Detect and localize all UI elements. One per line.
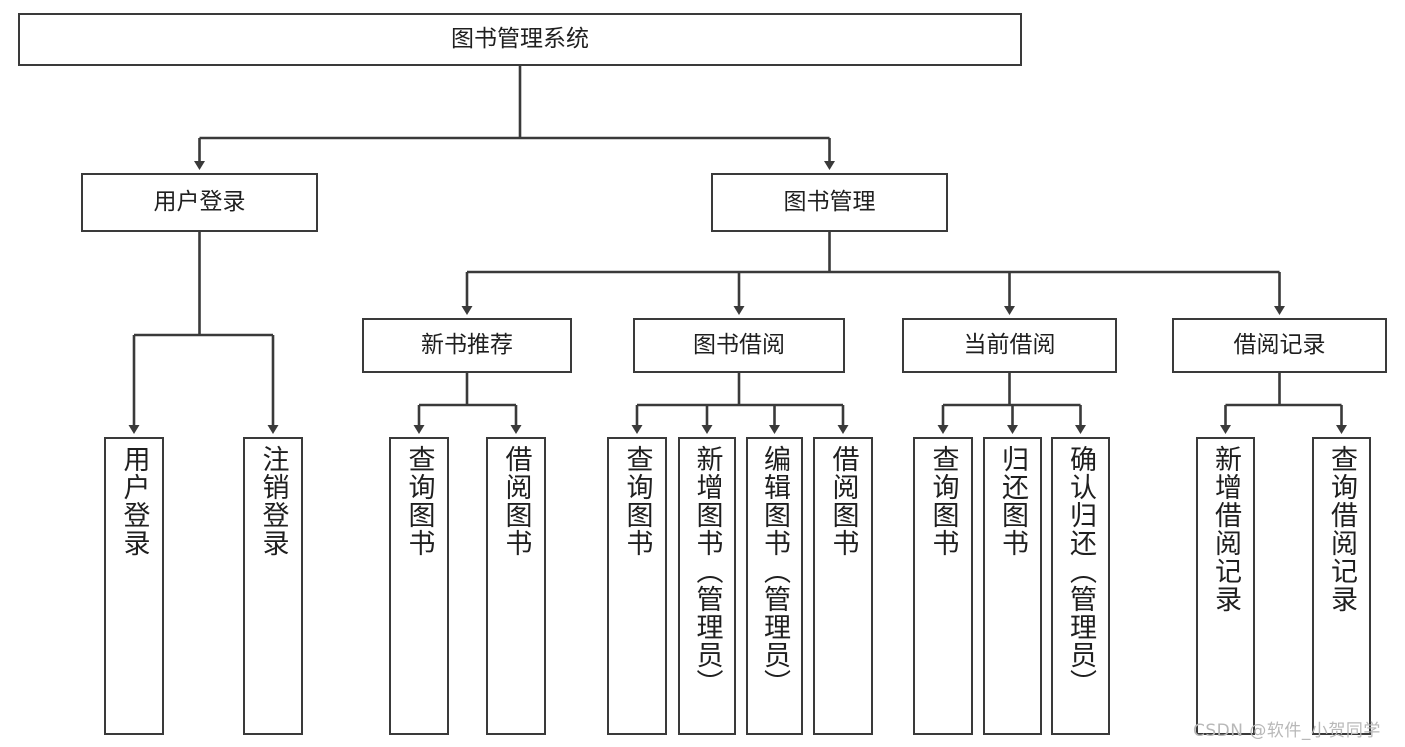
- node-label: 查询图书: [927, 445, 959, 557]
- node-leaf-borrow-book-2[interactable]: 借阅图书: [813, 437, 873, 735]
- node-leaf-confirm-return-admin[interactable]: 确认归还（管理员）: [1051, 437, 1110, 735]
- node-label: 图书管理: [783, 188, 876, 215]
- node-label: 用户登录: [118, 445, 150, 557]
- node-new-book-recommend[interactable]: 新书推荐: [362, 318, 572, 373]
- node-label: 借阅记录: [1233, 331, 1326, 358]
- node-label: 新增借阅记录: [1210, 445, 1241, 613]
- node-leaf-query-book-3[interactable]: 查询图书: [913, 437, 973, 735]
- node-label: 新书推荐: [421, 331, 513, 358]
- watermark-text: CSDN @软件_小贺同学: [1193, 721, 1381, 741]
- node-leaf-query-borrow-record[interactable]: 查询借阅记录: [1312, 437, 1371, 735]
- node-leaf-add-borrow-record[interactable]: 新增借阅记录: [1196, 437, 1255, 735]
- node-leaf-user-login[interactable]: 用户登录: [104, 437, 164, 735]
- node-label: 用户登录: [153, 188, 246, 215]
- node-label: 借阅图书: [827, 445, 859, 557]
- node-leaf-query-book-2[interactable]: 查询图书: [607, 437, 667, 735]
- node-label: 查询图书: [403, 445, 435, 557]
- node-label: 注销登录: [257, 445, 289, 557]
- node-label: 归还图书: [997, 445, 1028, 557]
- node-root[interactable]: 图书管理系统: [18, 13, 1022, 66]
- node-leaf-user-logout[interactable]: 注销登录: [243, 437, 303, 735]
- node-label: 查询借阅记录: [1326, 445, 1357, 613]
- node-book-manage[interactable]: 图书管理: [711, 173, 948, 232]
- node-label: 借阅图书: [500, 445, 532, 557]
- node-borrow-record[interactable]: 借阅记录: [1172, 318, 1387, 373]
- node-label: 图书管理系统: [451, 25, 589, 52]
- node-label: 编辑图书（管理员）: [759, 445, 790, 697]
- node-label: 当前借阅: [963, 331, 1056, 358]
- node-current-borrow[interactable]: 当前借阅: [902, 318, 1117, 373]
- node-label: 图书借阅: [693, 331, 785, 358]
- node-leaf-borrow-book-1[interactable]: 借阅图书: [486, 437, 546, 735]
- node-leaf-edit-book-admin[interactable]: 编辑图书（管理员）: [746, 437, 803, 735]
- node-leaf-query-book-1[interactable]: 查询图书: [389, 437, 449, 735]
- node-book-borrow[interactable]: 图书借阅: [633, 318, 845, 373]
- node-leaf-add-book-admin[interactable]: 新增图书（管理员）: [678, 437, 736, 735]
- node-label: 新增图书（管理员）: [691, 445, 723, 697]
- node-label: 查询图书: [621, 445, 653, 557]
- node-label: 确认归还（管理员）: [1065, 445, 1096, 697]
- node-leaf-return-book[interactable]: 归还图书: [983, 437, 1042, 735]
- node-user-login[interactable]: 用户登录: [81, 173, 318, 232]
